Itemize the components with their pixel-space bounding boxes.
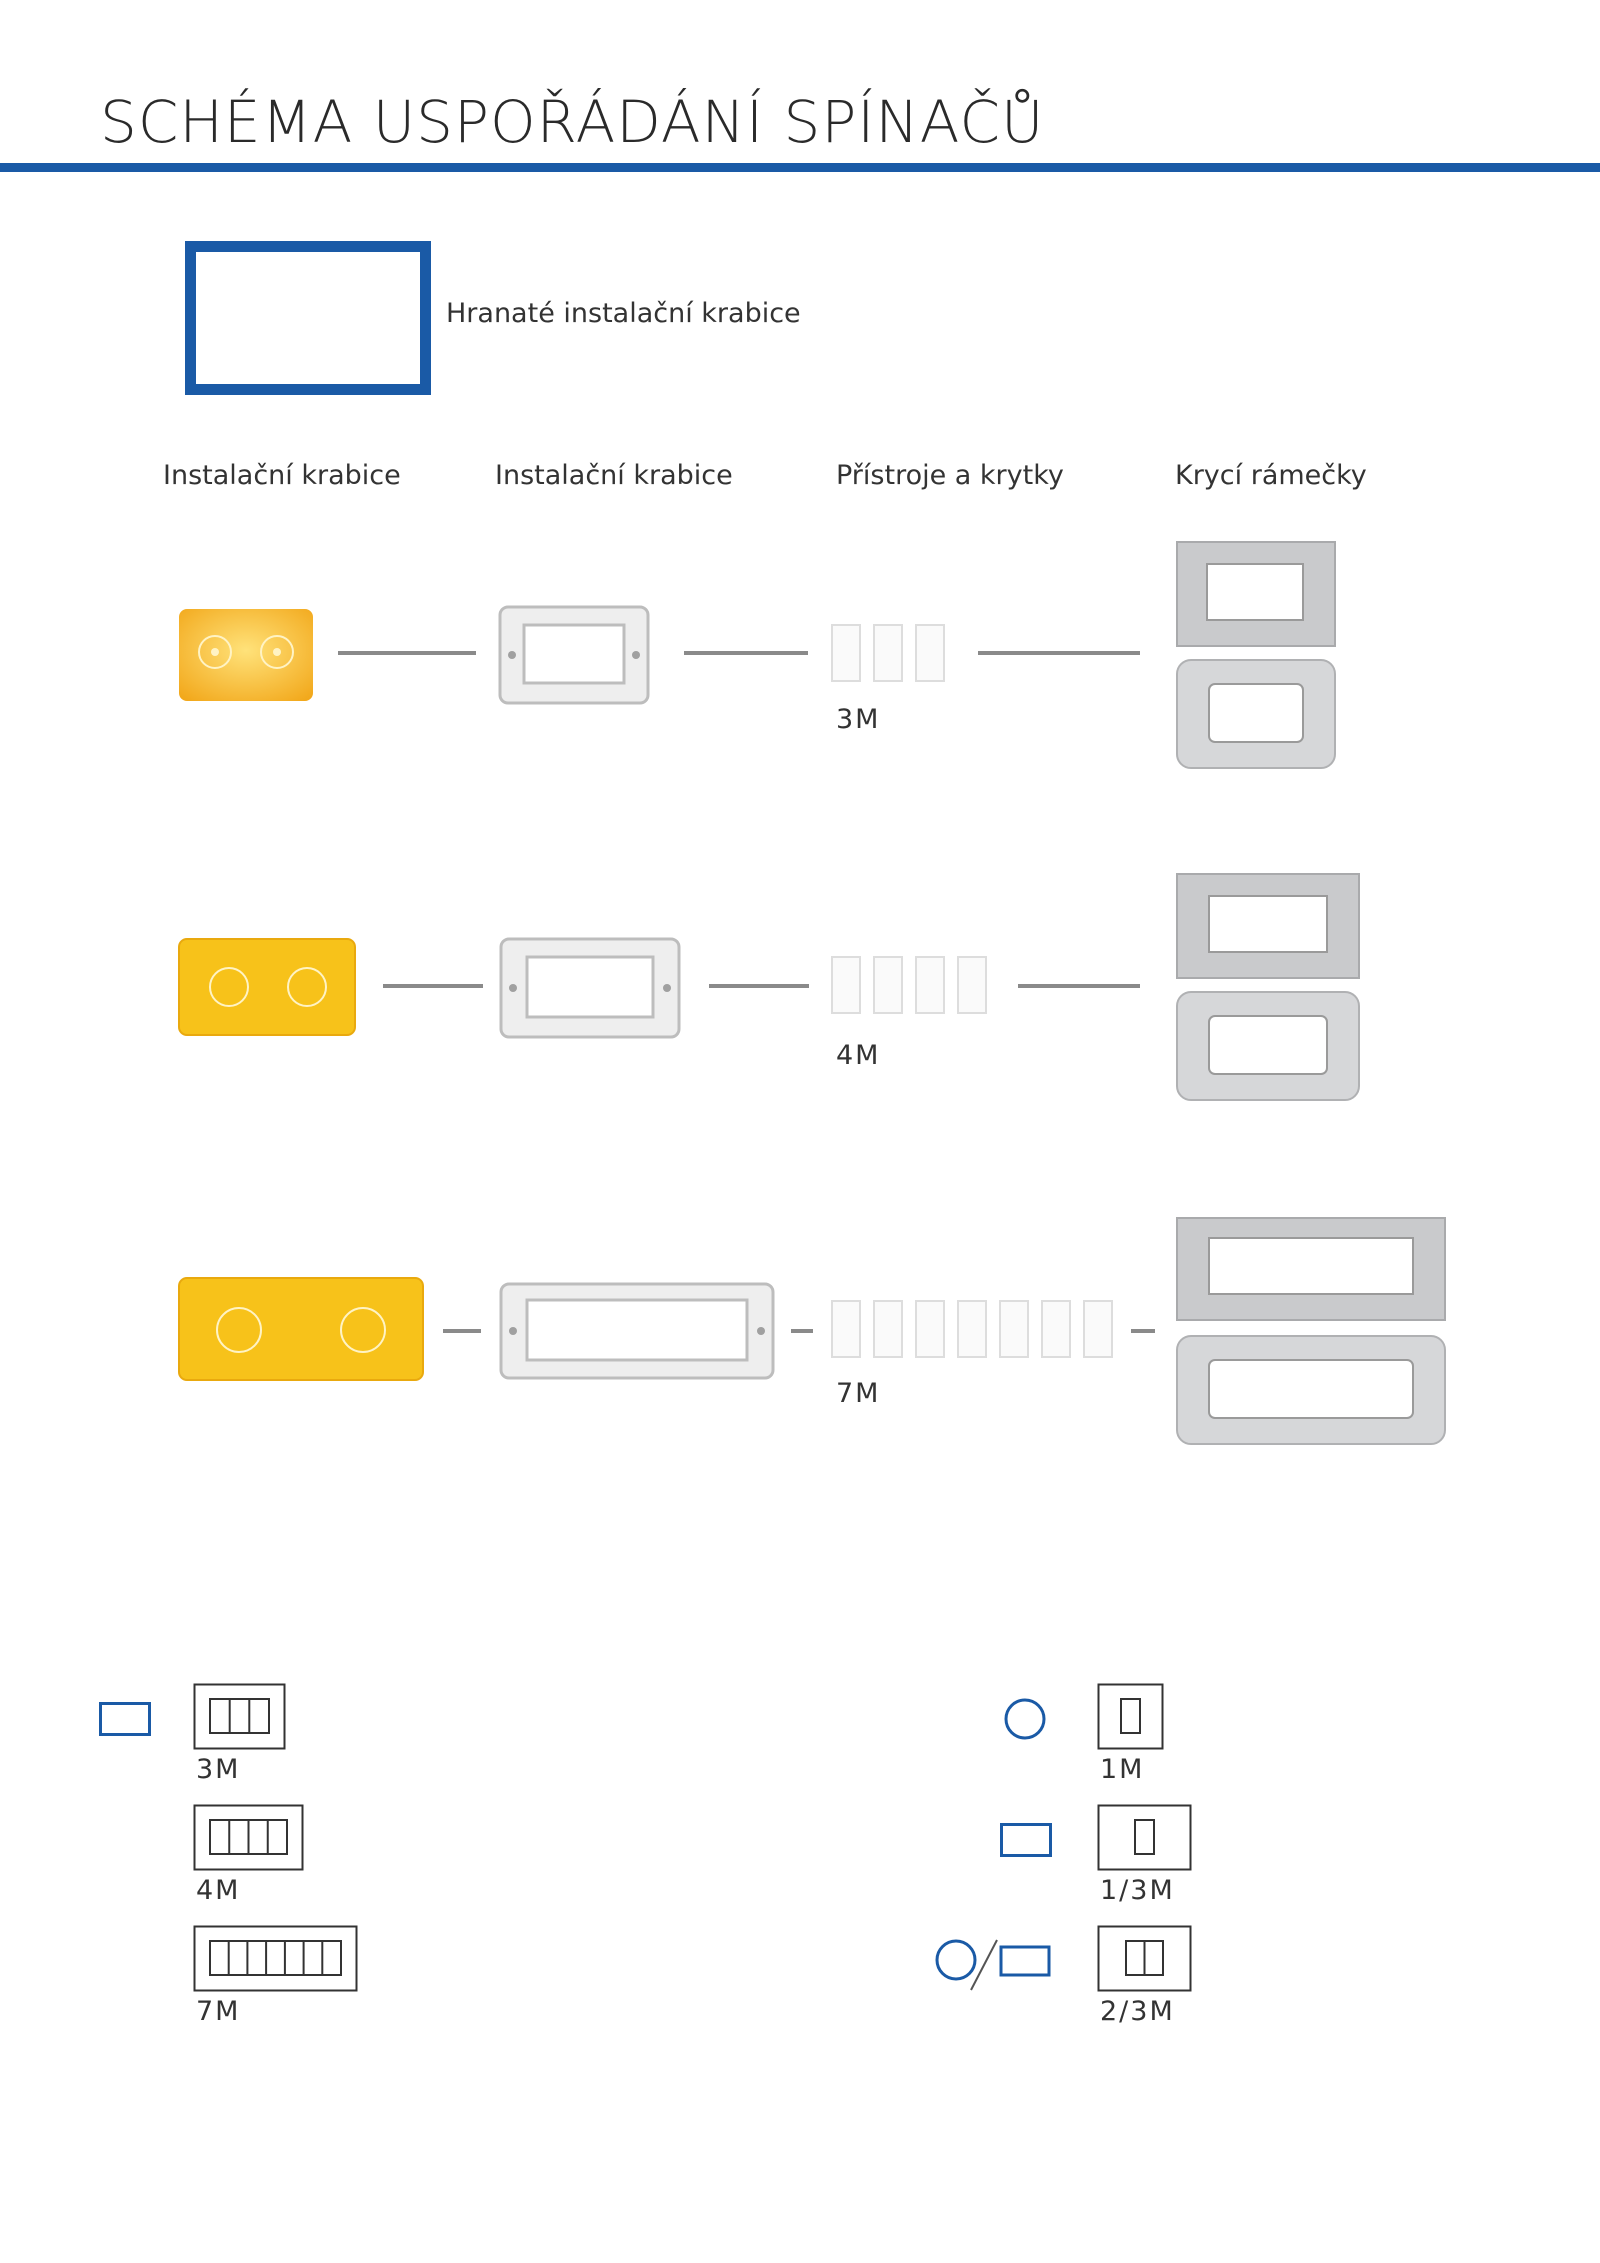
connector-line [1018,984,1140,988]
installation-box-4m-image [178,938,356,1036]
frame-symbol-2-3m [1097,1925,1192,1992]
connector-line [709,984,809,988]
cover-frame-rounded-4m-image [1176,991,1360,1101]
connector-line [978,651,1140,655]
symbol-label: 1M [1100,1754,1145,1785]
symbol-label: 2/3M [1100,1996,1175,2027]
symbol-label: 1/3M [1100,1875,1175,1906]
connector-line [684,651,808,655]
title-divider [0,163,1600,172]
device-modules-3m [831,624,945,682]
legend-label: Hranaté instalační krabice [446,298,801,329]
device-modules-7m [831,1300,1113,1358]
frame-symbol-4m [193,1804,304,1871]
frame-symbol-3m [193,1683,286,1750]
mounting-support-7m-image [499,1282,775,1380]
frame-symbol-1-3m [1097,1804,1192,1871]
square-box-legend-icon [185,241,431,395]
symbol-label: 4M [196,1875,241,1906]
column-header-support: Instalační krabice [495,460,733,491]
connector-line [1131,1329,1155,1333]
column-header-frames: Krycí rámečky [1175,460,1367,491]
cover-frame-rounded-3m-image [1176,659,1336,769]
installation-box-7m-image [178,1277,424,1381]
symbol-label: 7M [196,1996,241,2027]
round-or-square-box-icon [935,1939,1051,1991]
round-box-icon [1004,1698,1046,1740]
connector-line [383,984,483,988]
cover-frame-square-3m-image [1176,541,1336,647]
column-header-devices: Přístroje a krytky [836,460,1064,491]
column-header-box: Instalační krabice [163,460,401,491]
module-count-label: 4M [836,1040,881,1071]
module-count-label: 7M [836,1378,881,1409]
mounting-support-4m-image [499,937,681,1039]
connector-line [338,651,476,655]
square-box-icon [99,1702,151,1736]
cover-frame-square-7m-image [1176,1217,1446,1321]
device-modules-4m [831,956,987,1014]
cover-frame-rounded-7m-image [1176,1335,1446,1445]
connector-line [791,1329,813,1333]
cover-frame-square-4m-image [1176,873,1360,979]
page-title: SCHÉMA USPOŘÁDÁNÍ SPÍNAČŮ [100,88,1045,156]
installation-box-3m-image [179,609,313,701]
frame-symbol-1m [1097,1683,1164,1750]
connector-line [443,1329,481,1333]
frame-symbol-7m [193,1925,358,1992]
symbol-label: 3M [196,1754,241,1785]
square-box-icon [1000,1823,1052,1857]
module-count-label: 3M [836,704,881,735]
mounting-support-3m-image [498,605,650,705]
